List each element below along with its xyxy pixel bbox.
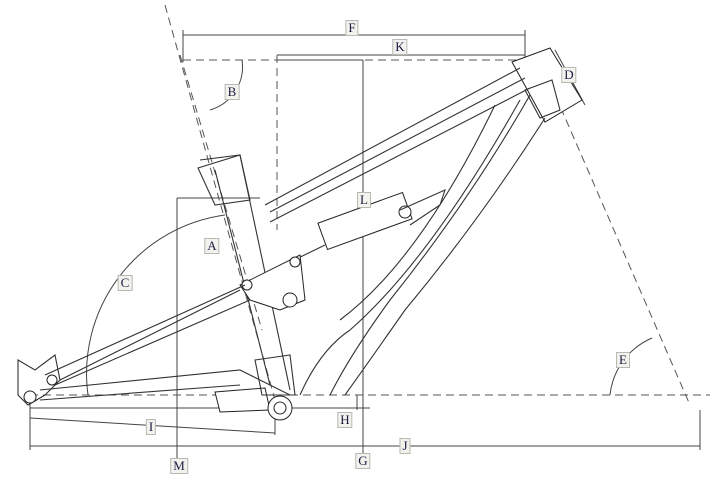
label-H: H — [337, 412, 353, 428]
label-E: E — [616, 352, 630, 368]
label-K: K — [392, 39, 408, 55]
label-I: I — [145, 419, 157, 435]
label-L: L — [357, 192, 371, 208]
bottom-bracket — [267, 395, 293, 421]
label-B: B — [224, 84, 240, 100]
label-F: F — [345, 20, 359, 36]
bike-frame — [17, 47, 583, 421]
label-D: D — [561, 67, 577, 83]
head-tube — [511, 47, 583, 123]
label-C: C — [117, 275, 133, 291]
label-G: G — [355, 453, 371, 469]
rear-axle — [23, 390, 37, 404]
label-A: A — [204, 238, 220, 254]
dimension-lines — [29, 4, 710, 466]
label-J: J — [399, 438, 411, 454]
label-M: M — [170, 458, 188, 474]
